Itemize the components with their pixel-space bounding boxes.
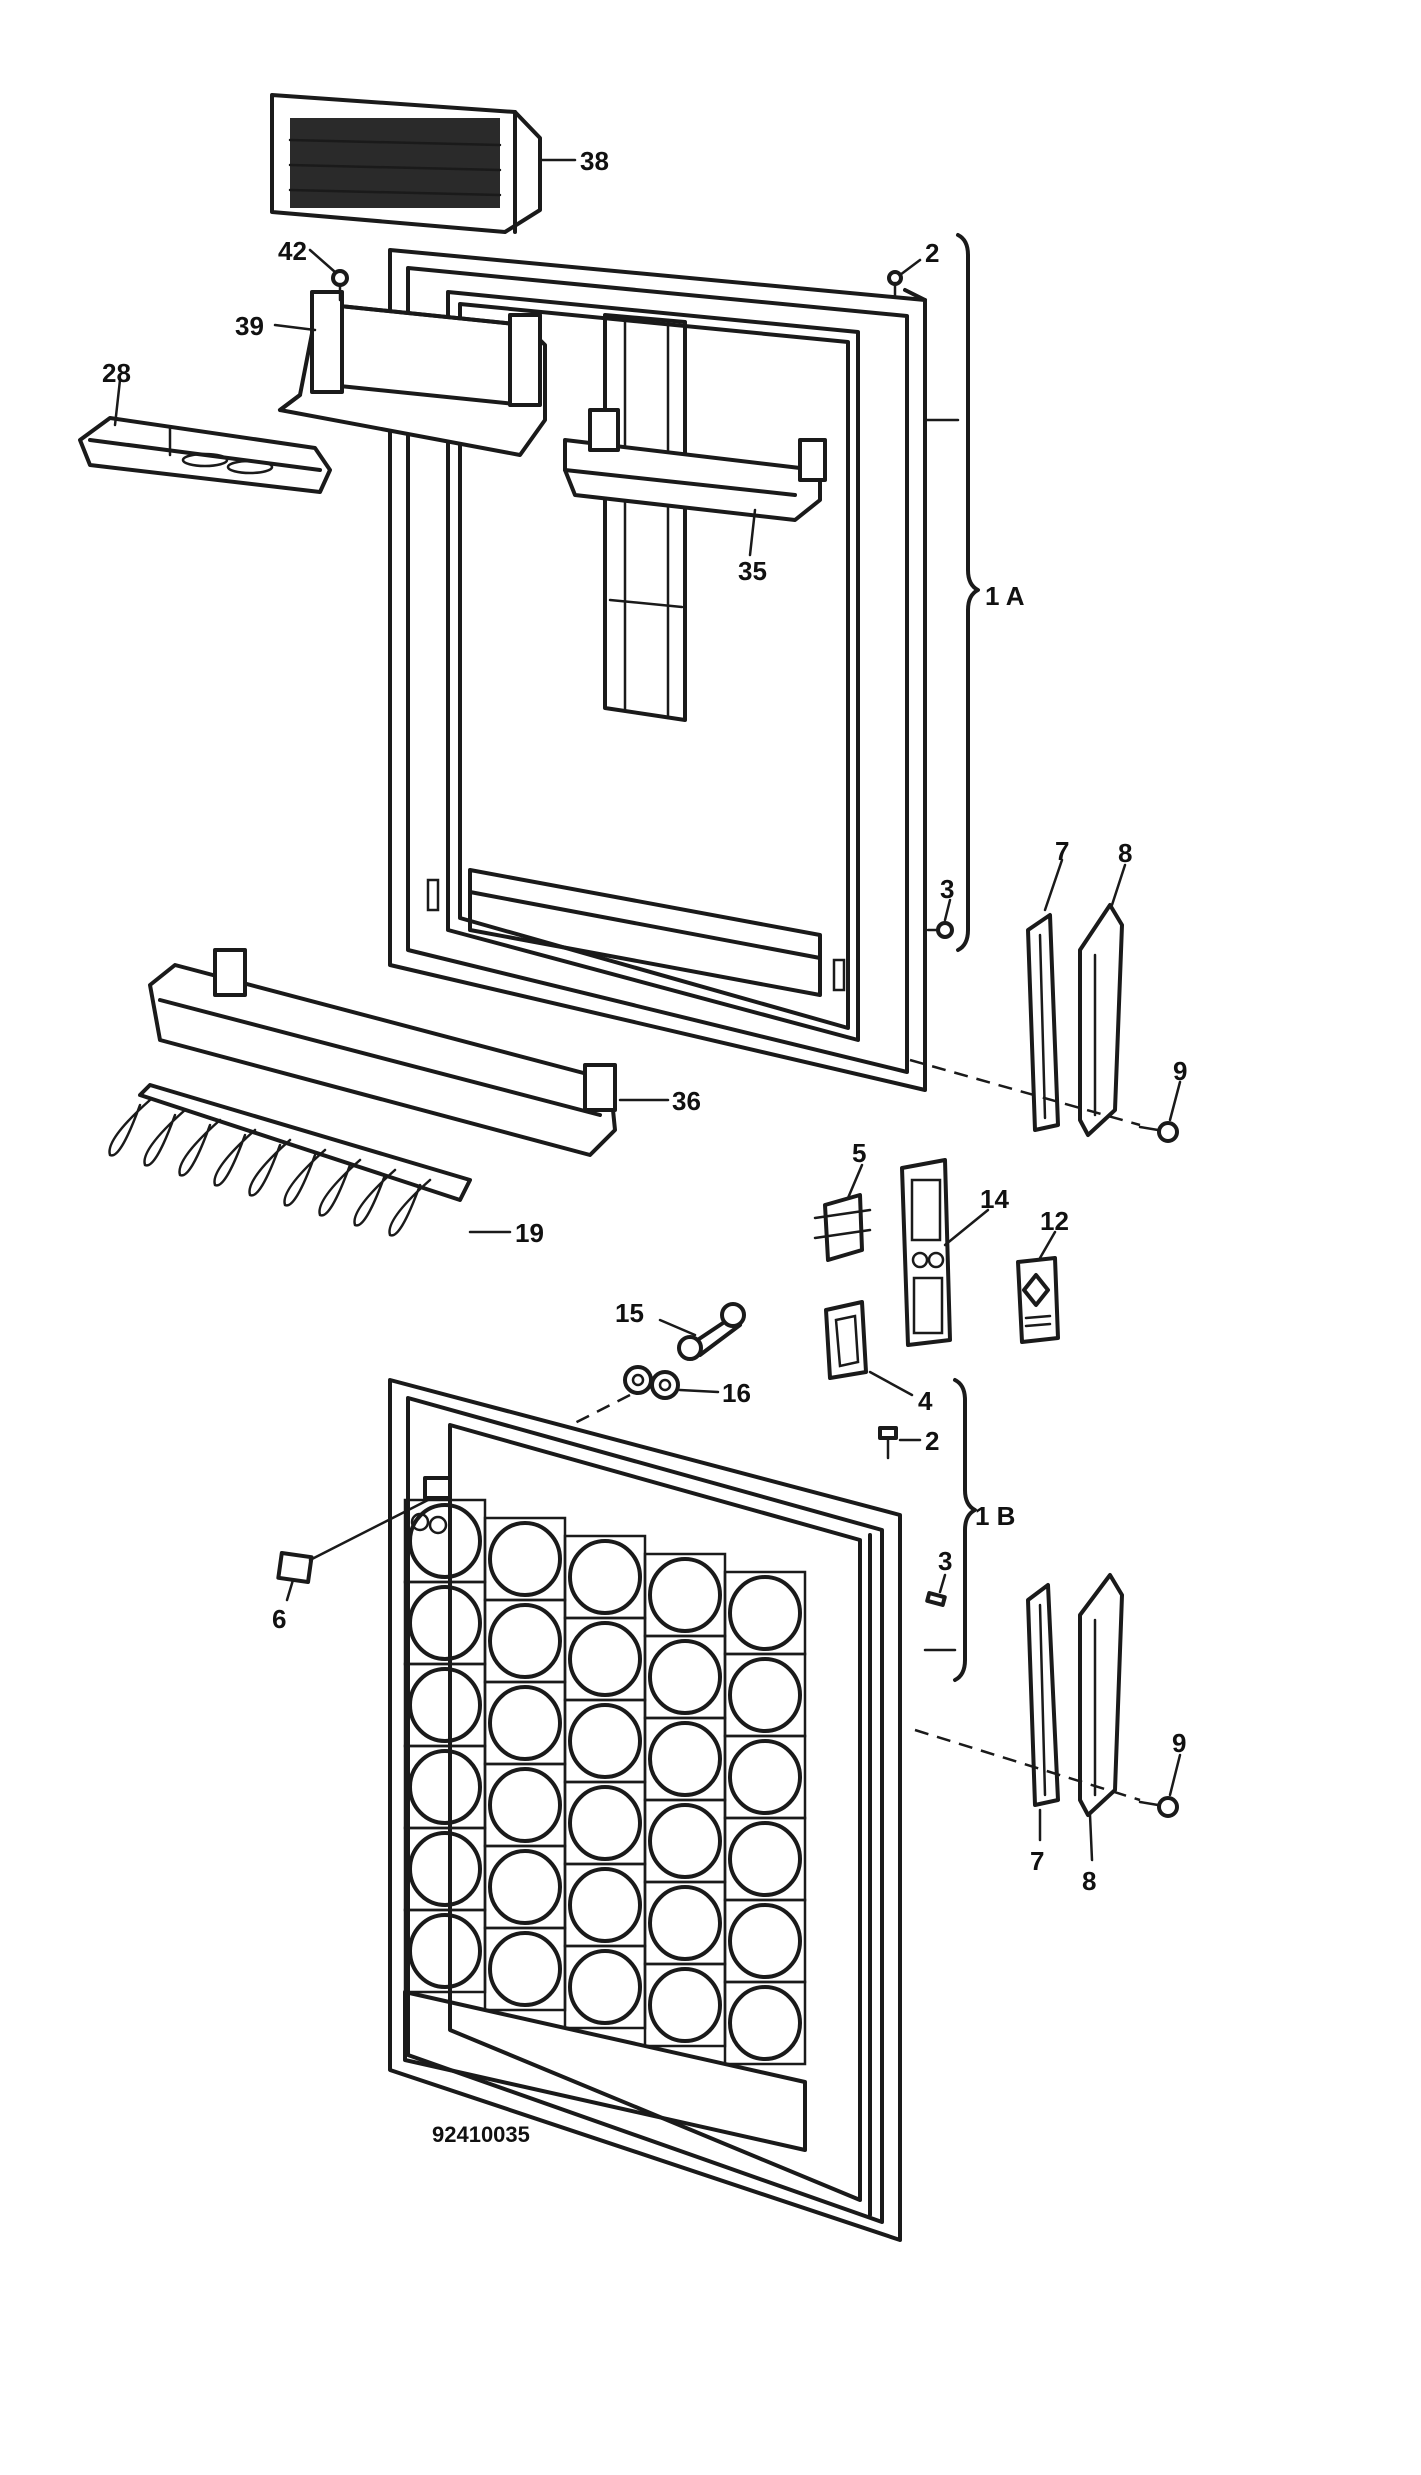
callout-8-lower: 8 (1082, 1866, 1096, 1896)
egg-cup-circle (568, 1867, 642, 1943)
part-8-upper-handle (1078, 903, 1124, 1137)
egg-cup-circle (488, 1767, 562, 1843)
part-12-label (1016, 1256, 1060, 1344)
callout-15: 15 (615, 1298, 644, 1328)
callout-12: 12 (1040, 1206, 1069, 1236)
callout-9-lower: 9 (1172, 1728, 1186, 1758)
egg-cup-circle (408, 1831, 482, 1907)
part-42-screw (331, 269, 349, 302)
egg-cup-circle (728, 1657, 802, 1733)
part-9-upper-screw (1138, 1121, 1179, 1143)
callout-14: 14 (980, 1184, 1009, 1214)
egg-cup-circle (648, 1639, 722, 1715)
callout-38: 38 (580, 146, 609, 176)
egg-cup-circle (568, 1539, 642, 1615)
callout-3-upper: 3 (940, 874, 954, 904)
callout-5: 5 (852, 1138, 866, 1168)
bracket-1A (923, 233, 980, 952)
callout-3-lower: 3 (938, 1546, 952, 1576)
egg-cup-circle (728, 1903, 802, 1979)
egg-tray-grid (403, 1498, 807, 2152)
egg-cup-circle (568, 1703, 642, 1779)
callout-42: 42 (278, 236, 307, 266)
egg-cup-circle (648, 1885, 722, 1961)
part-39-shelf-tray (278, 290, 547, 457)
callout-39: 39 (235, 311, 264, 341)
egg-cup-circle (728, 1821, 802, 1897)
part-7-lower-hinge-plate (1026, 1583, 1060, 1807)
egg-cup-circle (408, 1503, 482, 1579)
callout-labels: 38 42 39 28 2 35 1 A 3 7 8 9 36 19 5 14 … (102, 146, 1187, 2147)
part-2-lower-screw (878, 1426, 898, 1460)
egg-cup-circle (648, 1803, 722, 1879)
part-3-upper-screw (926, 921, 954, 939)
egg-cup-circle (488, 1931, 562, 2007)
egg-cup-circle (728, 1575, 802, 1651)
callout-28: 28 (102, 358, 131, 388)
callout-9-upper: 9 (1173, 1056, 1187, 1086)
drawing-code: 92410035 (432, 2122, 530, 2147)
egg-cup-circle (648, 1967, 722, 2043)
callout-1B: 1 B (975, 1501, 1015, 1531)
part-8-lower-handle (1078, 1573, 1124, 1817)
callout-35: 35 (738, 556, 767, 586)
part-1A-upper-door (388, 248, 927, 1092)
part-4-gasket (824, 1300, 868, 1380)
bottom-strip (403, 1990, 807, 2152)
callout-leaders (113, 248, 1182, 1862)
egg-cup-circle (728, 1985, 802, 2061)
egg-cup-circle (488, 1685, 562, 1761)
egg-compartment (723, 1980, 807, 2066)
callout-19: 19 (515, 1218, 544, 1248)
part-7-upper-hinge-plate (1026, 913, 1060, 1132)
part-19-wire-rack (108, 1083, 472, 1237)
callout-16: 16 (722, 1378, 751, 1408)
egg-cup-circle (488, 1603, 562, 1679)
callout-36: 36 (672, 1086, 701, 1116)
callout-1A: 1 A (985, 581, 1025, 611)
part-2-upper-screw (887, 270, 903, 297)
callout-6: 6 (272, 1604, 286, 1634)
egg-cup-circle (408, 1749, 482, 1825)
egg-cup-circle (488, 1849, 562, 1925)
egg-cup-circle (488, 1521, 562, 1597)
egg-cup-circle (408, 1585, 482, 1661)
part-14-panel-plate (900, 1158, 952, 1347)
callout-7-lower: 7 (1030, 1846, 1044, 1876)
callout-2-upper: 2 (925, 238, 939, 268)
egg-cup-circle (408, 1667, 482, 1743)
callout-4: 4 (918, 1386, 933, 1416)
part-35-door-bin (563, 408, 827, 522)
egg-cup-circle (648, 1721, 722, 1797)
callout-2-lower: 2 (925, 1426, 939, 1456)
part-9-lower-screw (1138, 1796, 1179, 1818)
egg-cup-circle (728, 1739, 802, 1815)
egg-cup-circle (568, 1621, 642, 1697)
callout-8-upper: 8 (1118, 838, 1132, 868)
part-16-bushings (623, 1365, 680, 1400)
part-5-clip (813, 1193, 872, 1262)
part-28-small-tray (78, 416, 332, 494)
egg-cup-circle (408, 1913, 482, 1989)
egg-cup-circle (648, 1557, 722, 1633)
callout-7-upper: 7 (1055, 836, 1069, 866)
part-3-lower-screw (925, 1591, 947, 1607)
egg-cup-circle (568, 1785, 642, 1861)
part-15-hinge-pins (677, 1302, 746, 1361)
egg-cup-circle (568, 1949, 642, 2025)
part-36-long-door-bin (148, 948, 617, 1157)
bracket-1B (923, 1378, 977, 1682)
part-38-vent-grille (270, 93, 542, 234)
part-6-badge (276, 1476, 452, 1584)
